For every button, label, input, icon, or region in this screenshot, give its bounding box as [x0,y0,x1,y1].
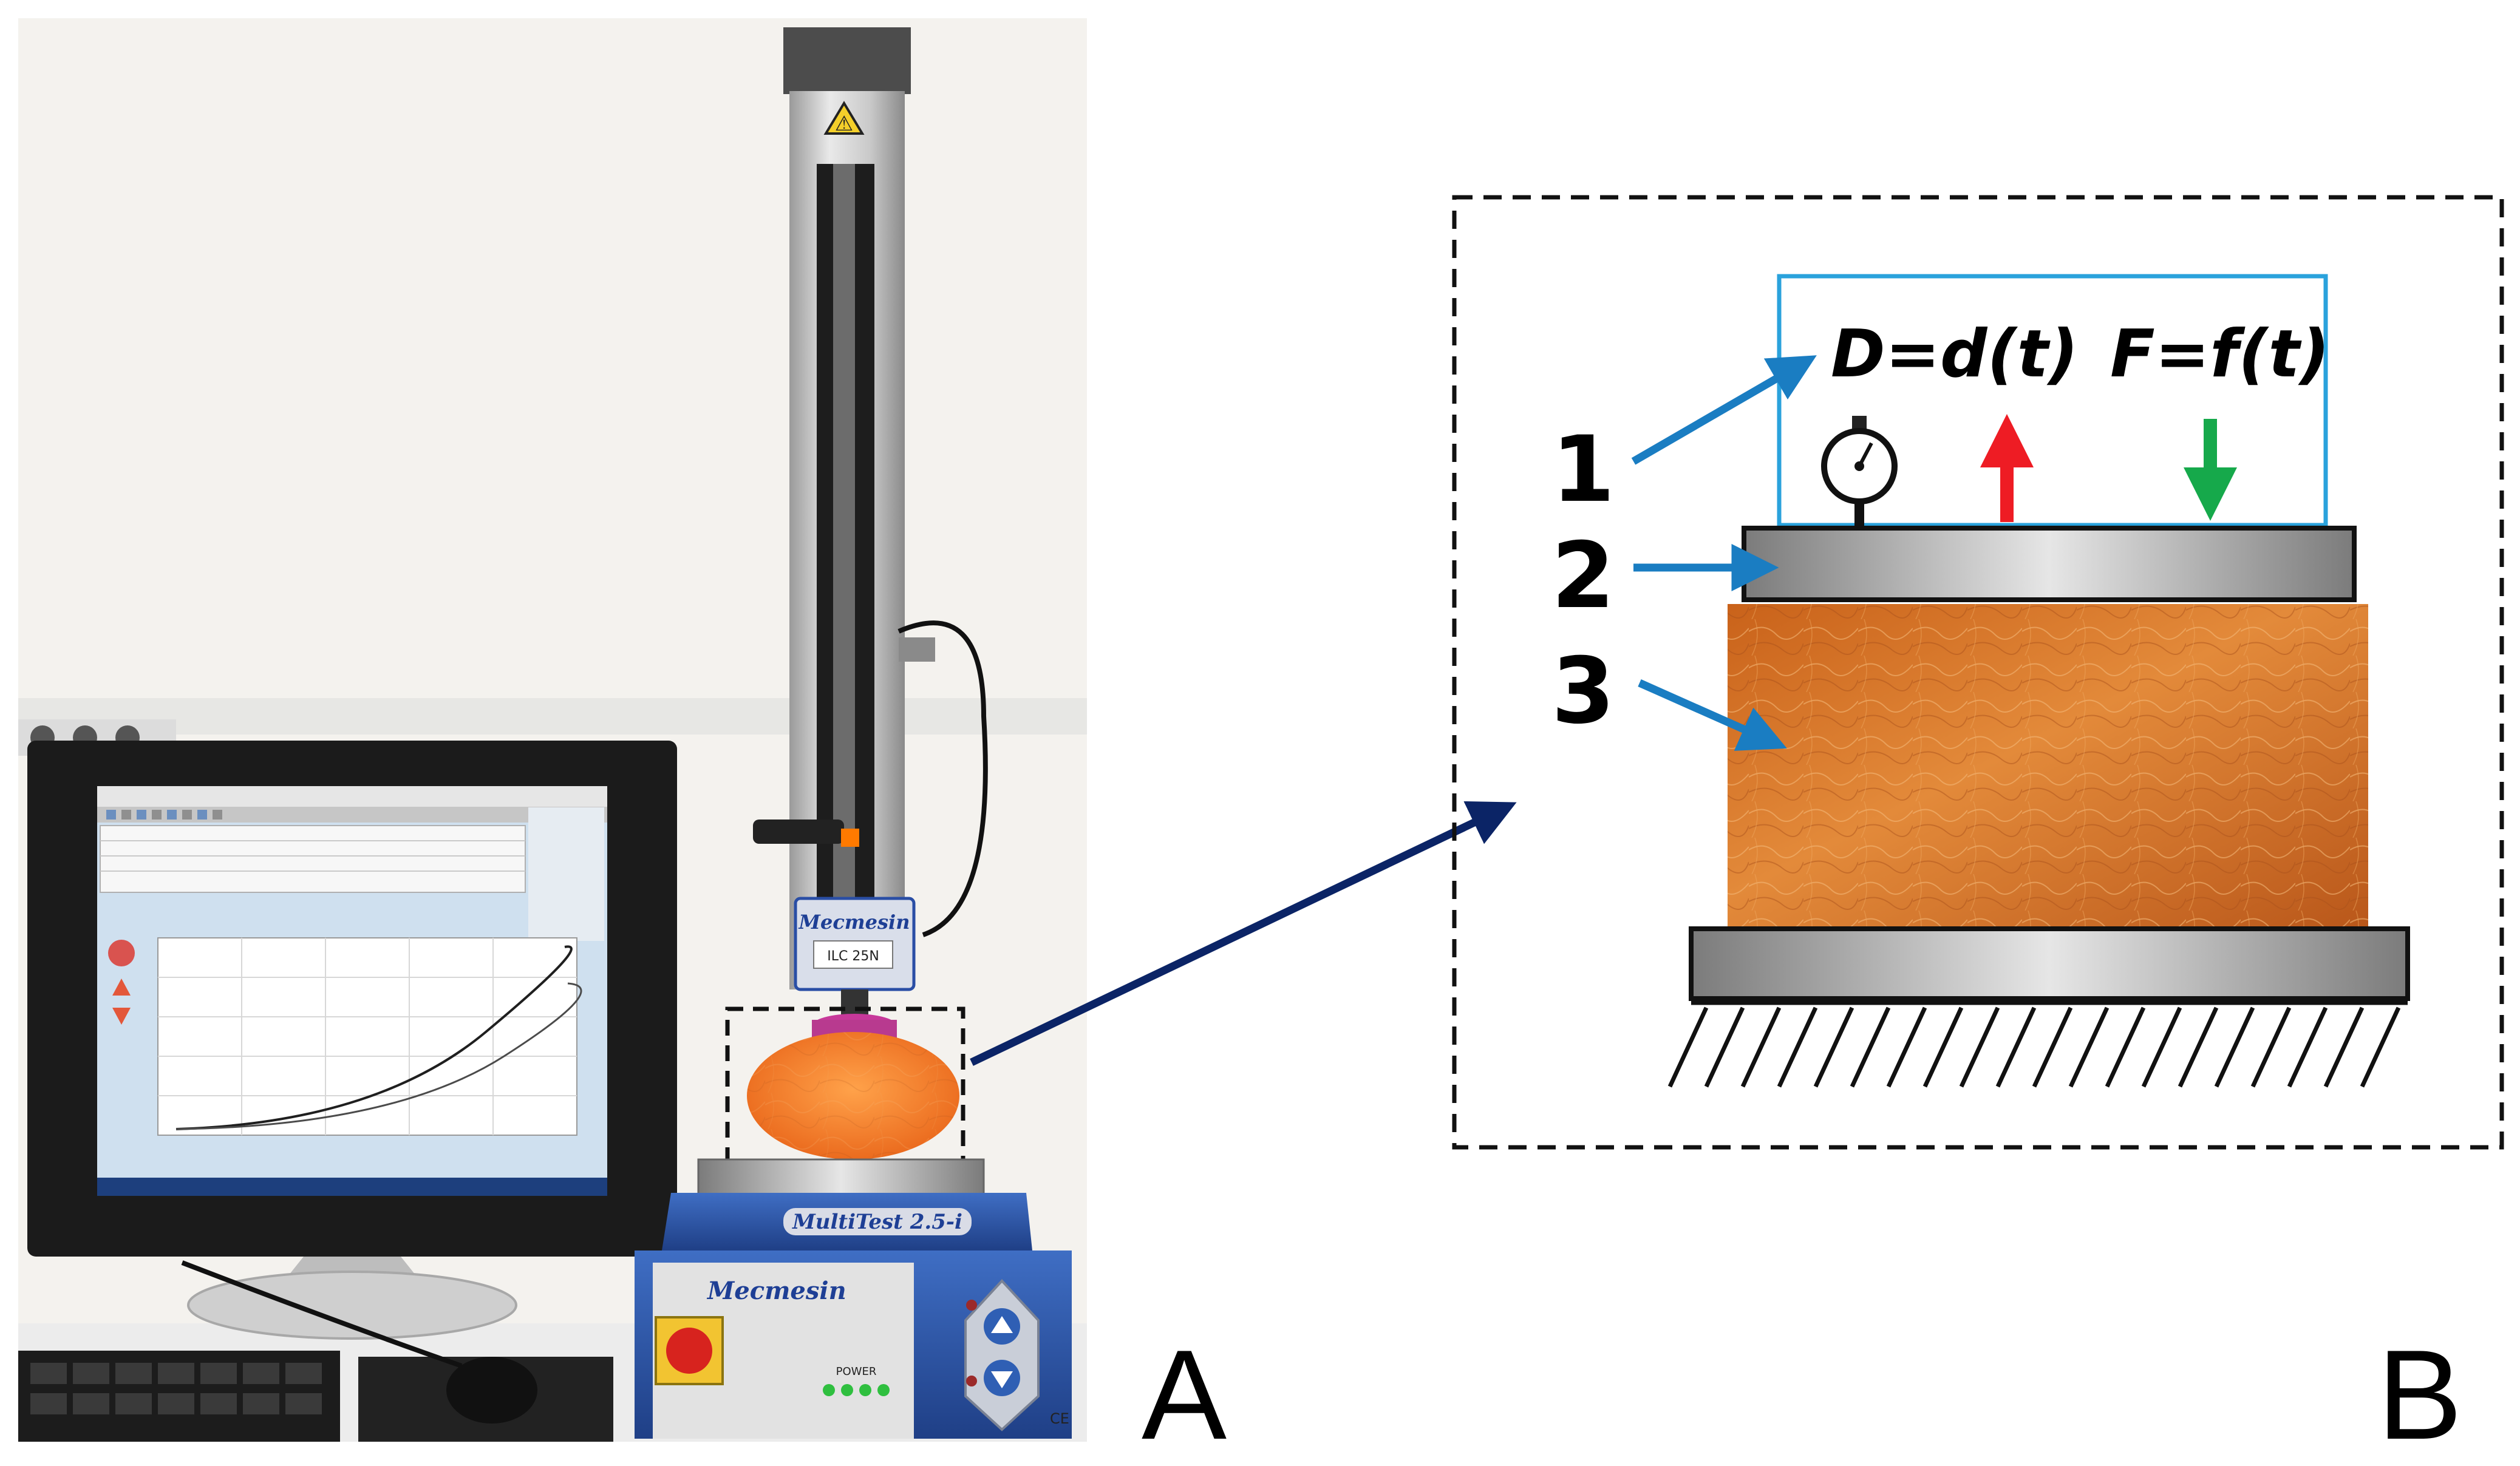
monitor-base [187,1271,517,1340]
machine-brand: Mecmesin [706,1277,846,1305]
warning-triangle [823,101,865,135]
label-3: 3 [1551,639,1615,744]
panel-b-diagram: D=d(t) F=f(t) [1452,195,2504,1150]
screen-data-table [100,825,526,893]
dial-gauge-icon [1821,416,1898,529]
keyboard [18,1351,340,1442]
wall-strip [18,698,1087,735]
screen-force-curve [175,945,573,1130]
jog-control-pad [964,1279,1040,1431]
bottom-plate [1689,926,2410,1001]
diagram-dashed-frame [1452,195,2504,1150]
fiber-texture [1728,604,2368,929]
zoom-arrow [970,801,1517,1066]
power-label: POWER [836,1365,877,1378]
lower-platen [697,1158,985,1197]
sensor-cable [897,620,988,937]
photo-sample [747,1032,959,1159]
sensor-box [1777,274,2328,528]
load-cell-label: ILC 25N [827,949,879,964]
emergency-stop-icon [666,1328,712,1374]
column-cap [783,27,911,94]
force-equation: F=f(t) [2110,316,2330,392]
crosshead-arm [753,820,844,844]
model-plate: MultiTest 2.5-i [792,1210,962,1234]
warning-icon: ⚠ [835,112,853,136]
panel-a-photo: ⚠ Mecmesin ILC 25N MultiTest 2.5-i [18,18,1087,1442]
machine-base: MultiTest 2.5-i Mecmesin POWER CE [635,1158,1072,1439]
ground-hatching [1667,1000,2408,1088]
screen-graph-area [157,937,577,1136]
label-1: 1 [1551,417,1615,523]
mouse-cable [181,1260,463,1368]
screen-graph-grid [158,938,577,1135]
ce-mark: CE [1050,1410,1069,1427]
computer-mouse [446,1357,537,1424]
leader-arrow-1 [1631,355,1817,465]
panel-letter-b: B [2377,1323,2462,1466]
screen-side-panel [528,807,604,941]
screen-down-icon [112,1008,131,1025]
displacement-equation: D=d(t) [1831,316,2079,392]
panel-letter-a: A [1142,1323,1227,1466]
label-2: 2 [1551,523,1615,629]
test-stand: ⚠ Mecmesin ILC 25N [753,27,988,1044]
top-plate [1742,526,2357,602]
computer-monitor [27,741,677,1340]
screen-up-icon [112,979,131,996]
screen-stop-icon [108,940,135,966]
load-cell-brand: Mecmesin [799,911,910,934]
photo-zoom-box [725,1006,965,1184]
leader-arrow-3 [1638,679,1787,751]
screen-force-curve-2 [175,982,582,1130]
screen-toolbar-icons [106,810,222,820]
